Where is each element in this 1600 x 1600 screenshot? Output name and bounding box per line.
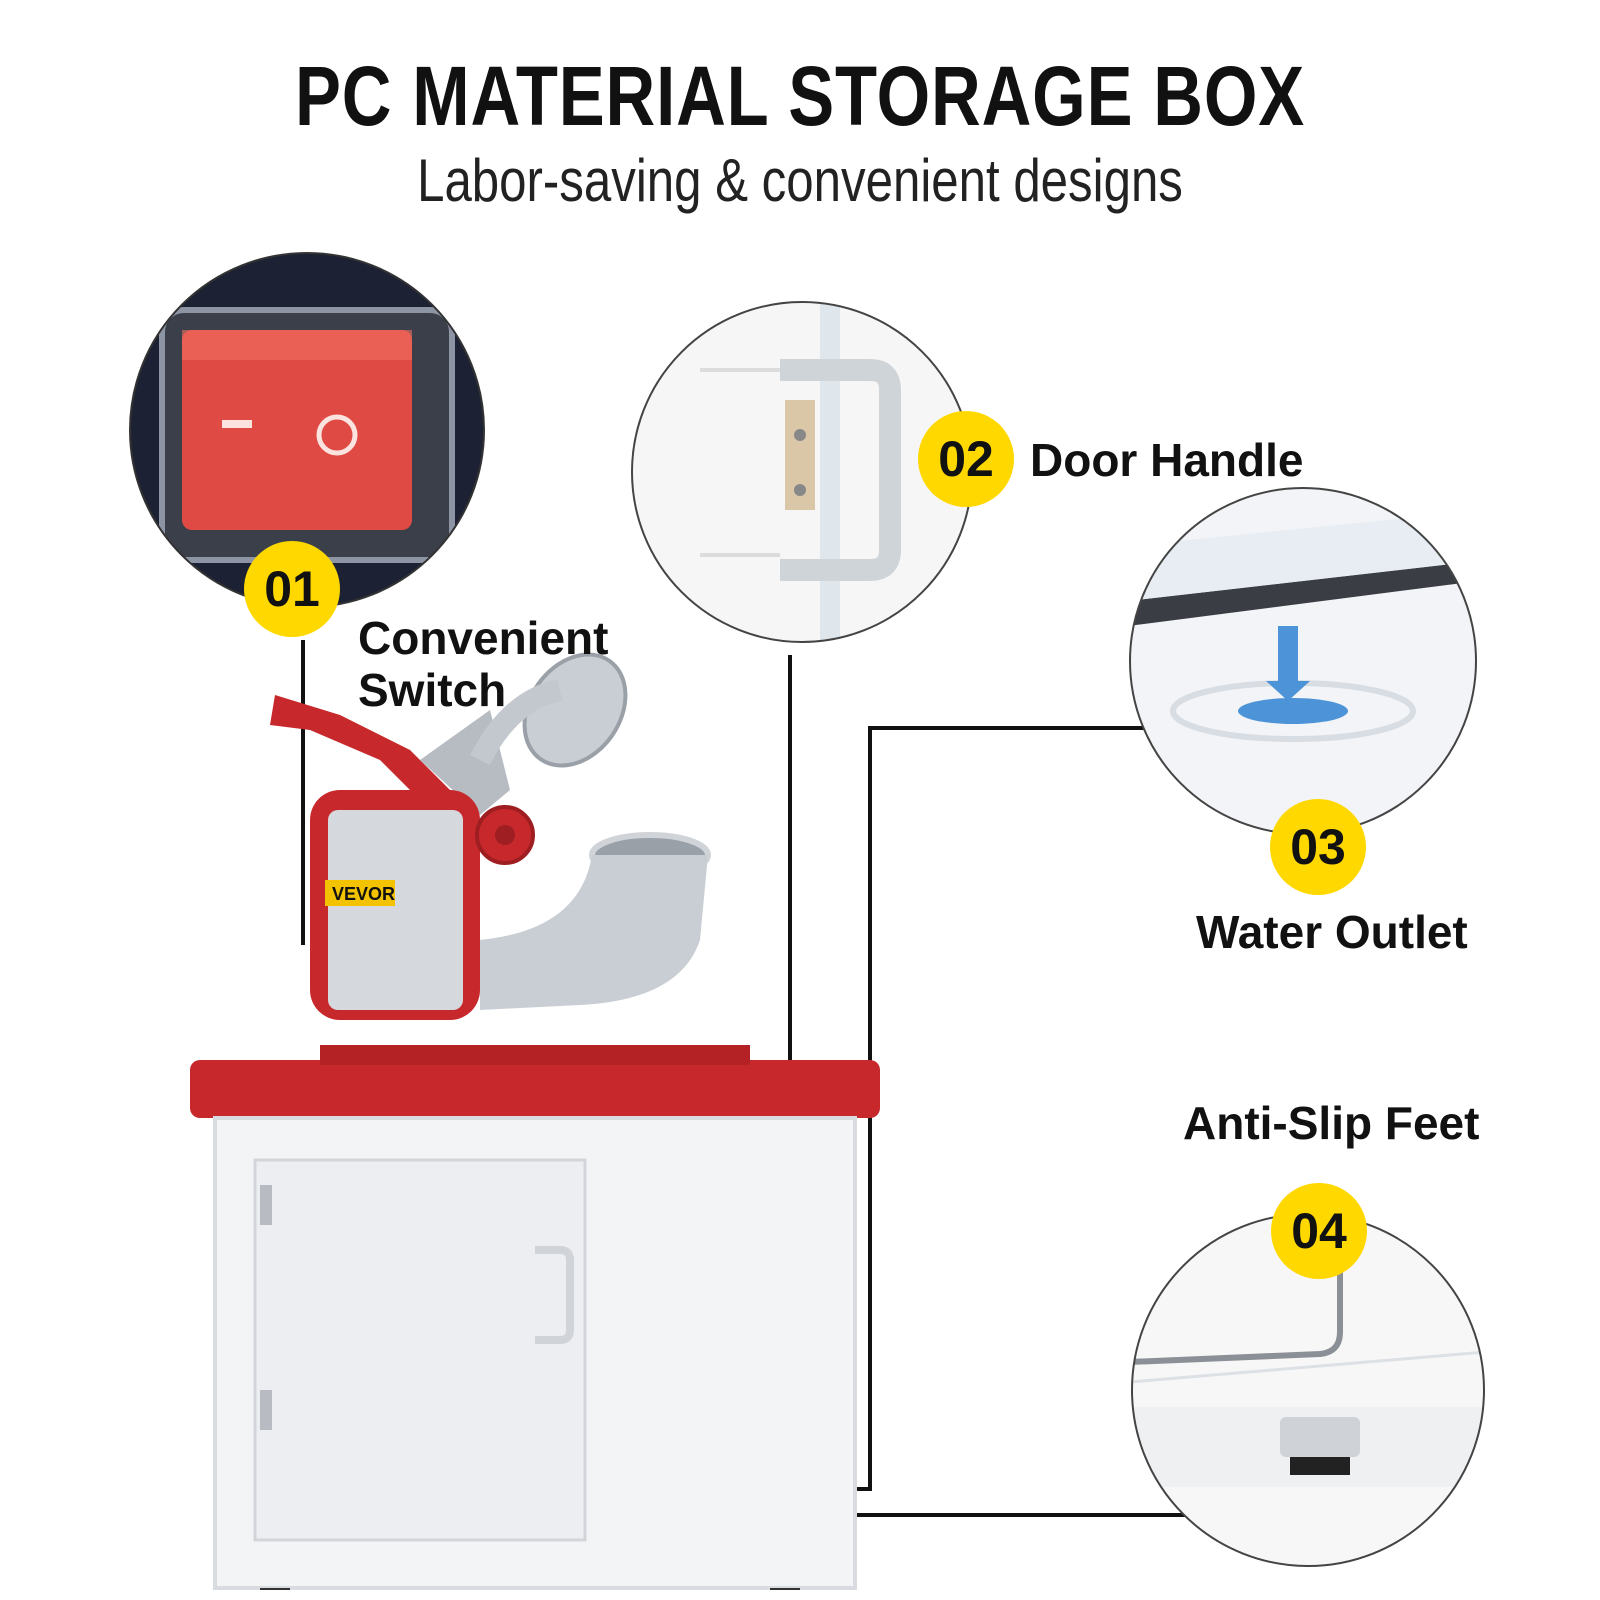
feature-label-switch: Switch — [358, 664, 507, 716]
switch-closeup-photo — [129, 252, 485, 608]
water-outlet-closeup-photo — [1129, 487, 1477, 835]
feature-badge-03: 03 — [1270, 799, 1366, 895]
feature-label-anti-slip-feet: Anti-Slip Feet — [1183, 1097, 1480, 1149]
feature-badge-04: 04 — [1271, 1183, 1367, 1279]
brand-logo: VEVOR — [332, 884, 395, 904]
feature-label-convenient: Convenient — [358, 612, 609, 664]
page-title: PC MATERIAL STORAGE BOX — [294, 49, 1306, 143]
page-subtitle: Labor-saving & convenient designs — [417, 147, 1183, 214]
door-handle-closeup-photo — [631, 301, 973, 643]
feature-label-water-outlet: Water Outlet — [1196, 906, 1468, 958]
feature-badge-01: 01 — [244, 541, 340, 637]
feature-label-door-handle: Door Handle — [1030, 434, 1304, 486]
ice-shaver-product-photo: VEVOR — [190, 652, 880, 1590]
feature-badge-02: 02 — [918, 411, 1014, 507]
